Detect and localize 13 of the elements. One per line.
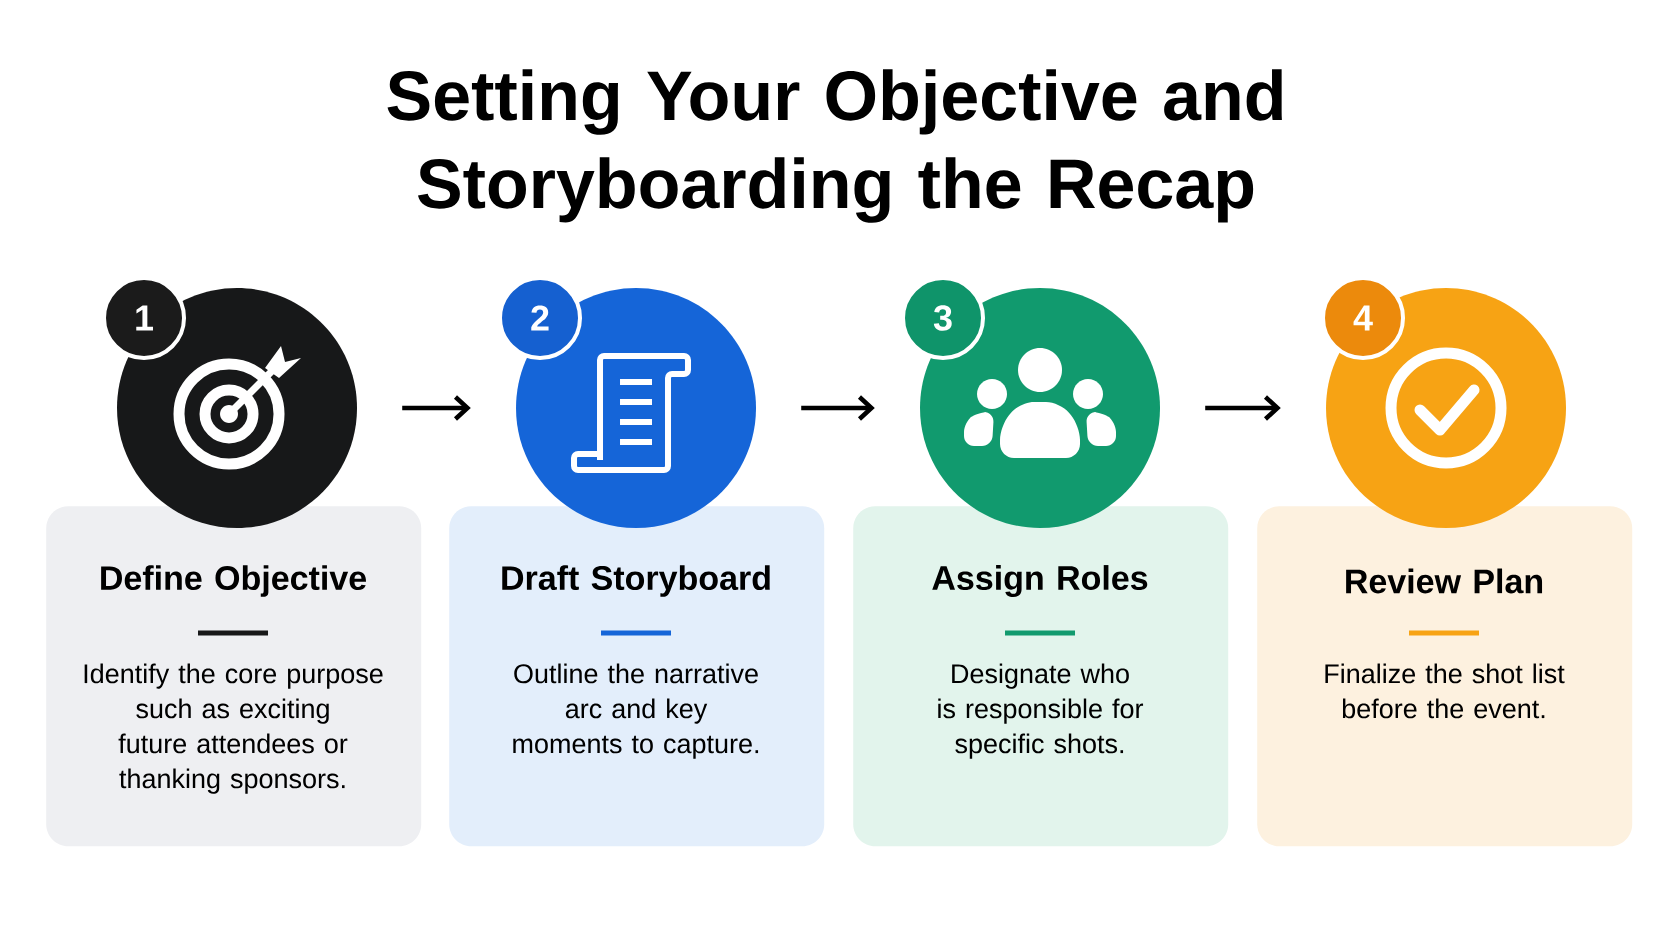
step-card: Review Plan Finalize the shot list before the event. [1257, 506, 1633, 847]
number-badge: 2 [498, 276, 582, 360]
arrow [402, 395, 471, 421]
step-card: Define Objective Identify the core purpose such as exciting future attendees or thanking sponsors. [46, 506, 422, 847]
step-card: Assign Roles Designate who is responsible for specific shots. [853, 506, 1229, 847]
arrow [801, 395, 875, 421]
title: Setting Your Objective and Storyboarding the Recap [387, 69, 1282, 223]
arrow [1205, 395, 1281, 421]
step-card: Draft Storyboard Outline the narrative arc and key moments to capture. [449, 506, 825, 847]
number-badge: 4 [1321, 276, 1405, 360]
number-badge: 1 [102, 276, 186, 360]
step-circle [516, 288, 756, 528]
number-badge: 3 [901, 276, 985, 360]
